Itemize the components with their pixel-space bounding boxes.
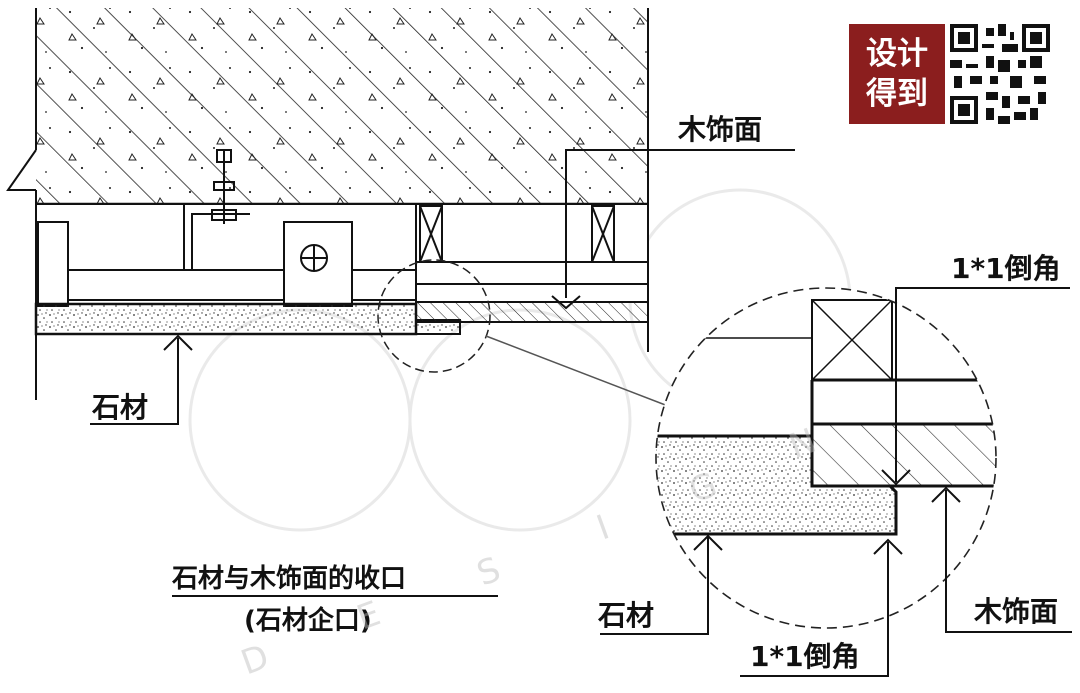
badge-line-1: 设计 (866, 36, 928, 72)
drawing-title: 石材与木饰面的收口 (172, 564, 407, 594)
label-stone-left: 石材 (92, 391, 149, 424)
anchor-bolt-icon (211, 149, 237, 224)
label-chamfer-bottom: 1*1倒角 (750, 640, 860, 673)
qr-code-icon (950, 24, 1050, 124)
detail-circle (655, 287, 997, 629)
label-wood-top: 木饰面 (678, 113, 763, 146)
drawing-subtitle: (石材企口) (244, 606, 372, 636)
label-stone-detail: 石材 (598, 599, 655, 632)
callout-connector (485, 335, 669, 407)
label-chamfer-top: 1*1倒角 (951, 252, 1061, 285)
wood-panel (415, 203, 649, 323)
callout-circle (377, 259, 491, 373)
stone-slab (34, 302, 461, 336)
brand-badge: 设计 得到 (849, 24, 945, 124)
label-wood-detail: 木饰面 (974, 595, 1059, 628)
leader-arrow-icon (90, 149, 1072, 677)
badge-line-2: 得到 (866, 76, 928, 112)
